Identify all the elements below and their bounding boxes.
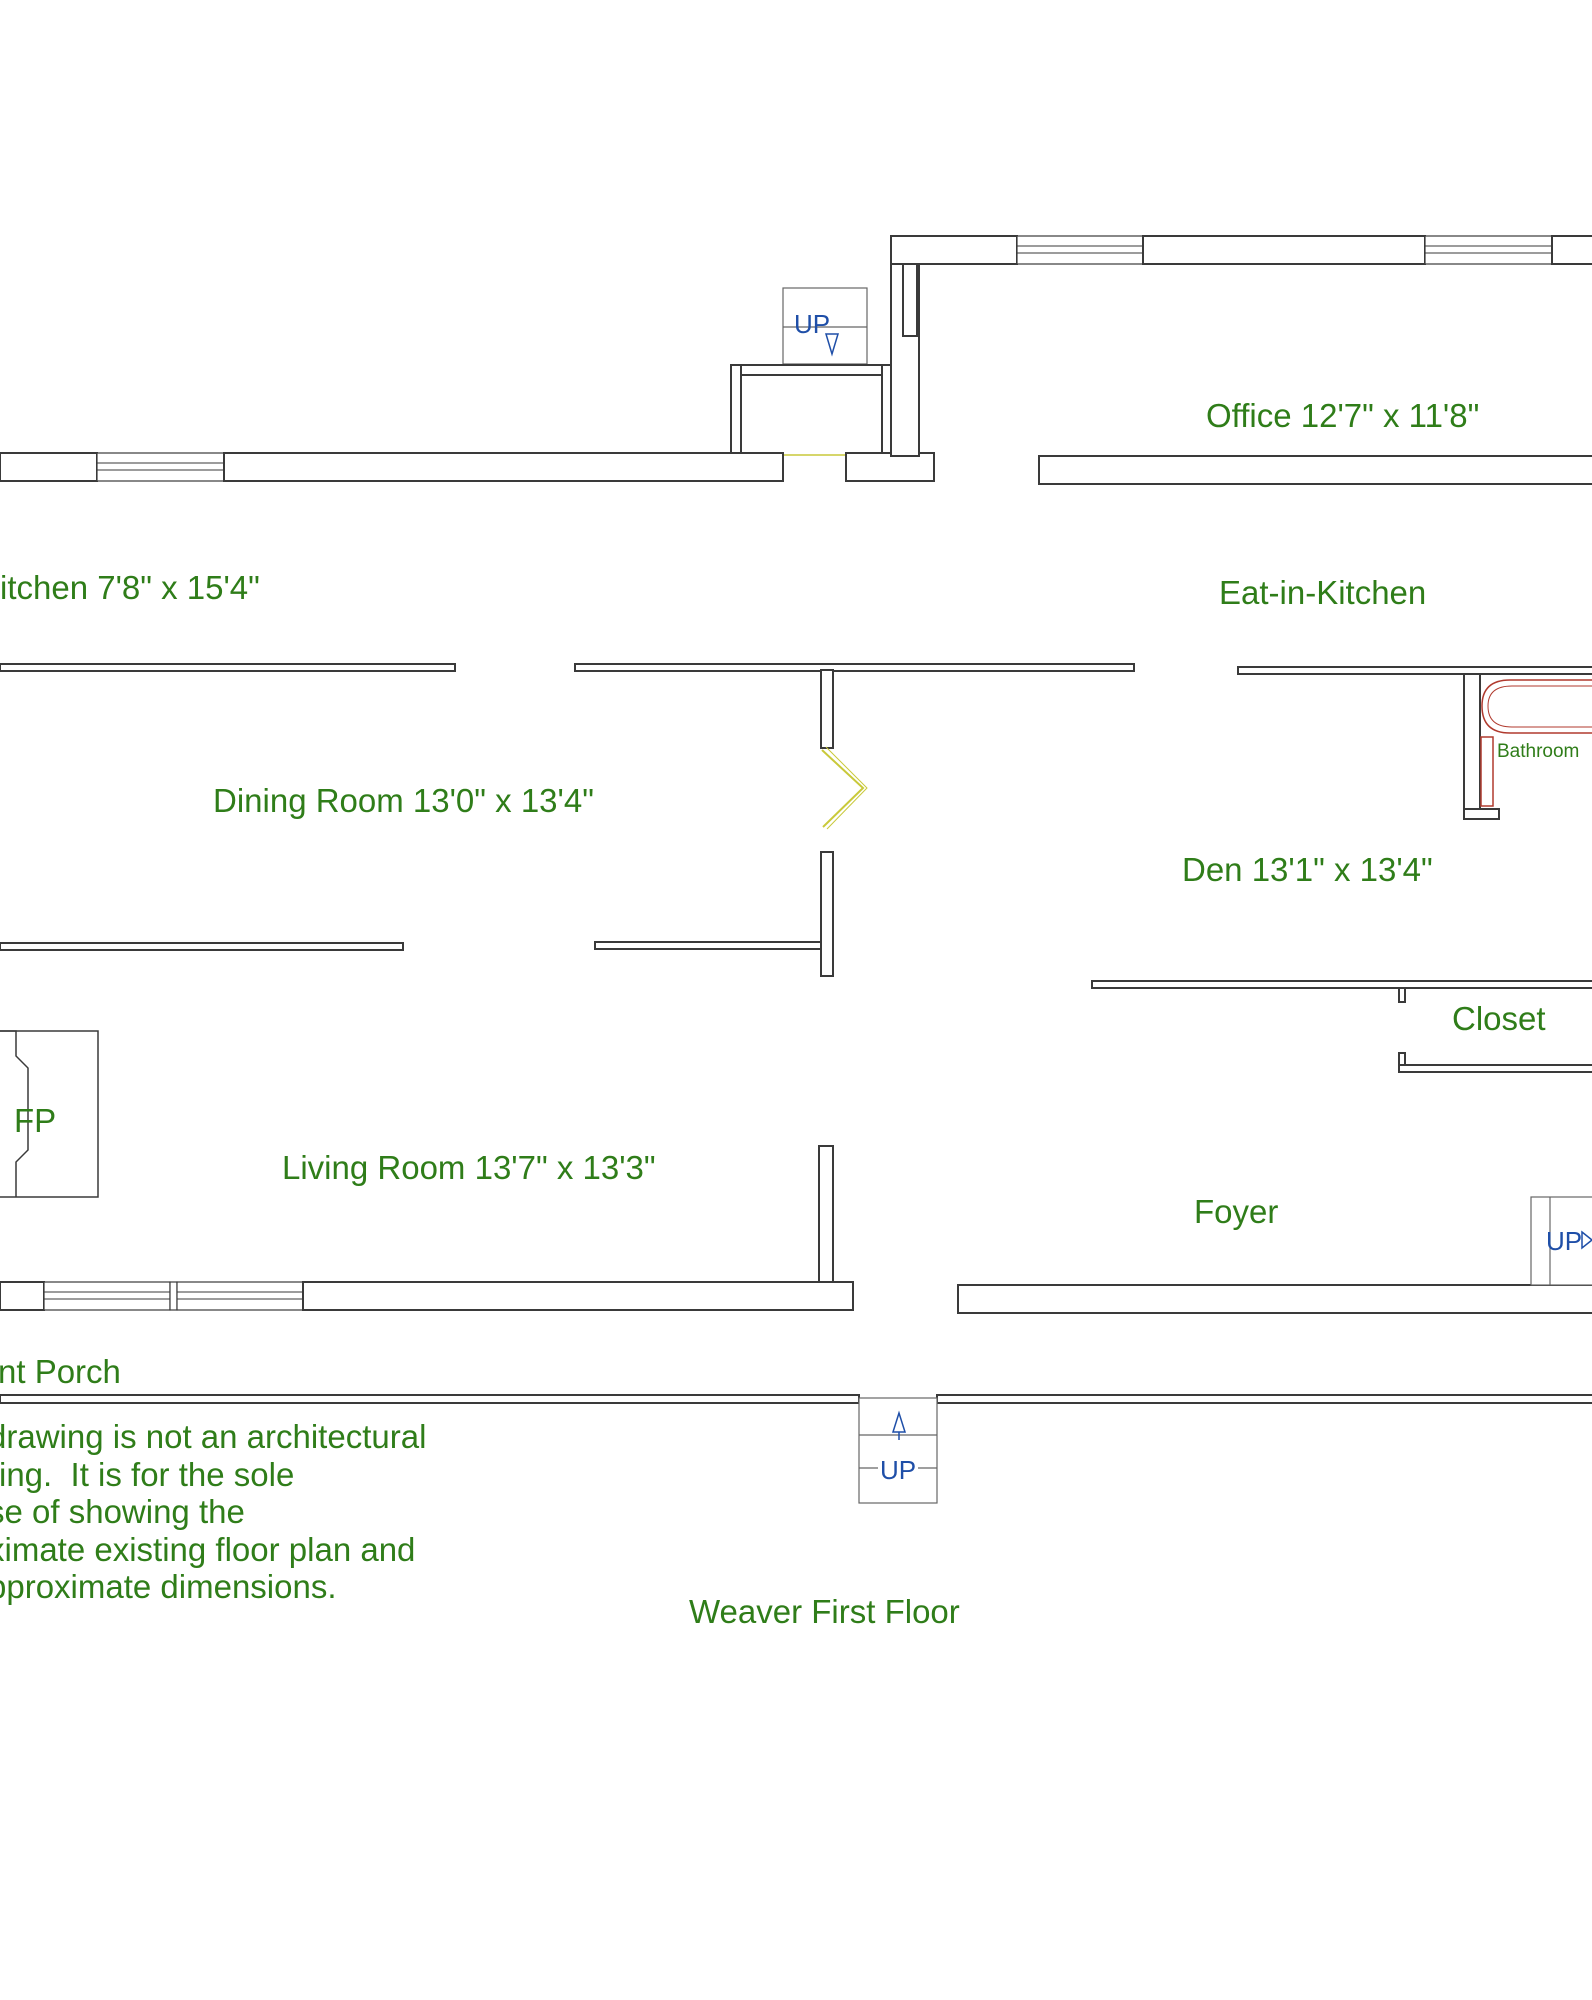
living-room-label: Living Room 13'7" x 13'3"	[282, 1149, 656, 1186]
bathtub	[1480, 679, 1592, 807]
foyer-label: Foyer	[1194, 1193, 1278, 1230]
disclaimer-note: drawing is not an architectural ring. It…	[0, 1418, 427, 1605]
kitchen-label: itchen 7'8" x 15'4"	[0, 569, 260, 606]
bathroom-label: Bathroom	[1497, 741, 1579, 762]
porch-stair-up-label: UP	[880, 1455, 916, 1485]
porch-label: nt Porch	[0, 1353, 121, 1390]
porch-stair: UP	[858, 1397, 938, 1504]
door-swing	[821, 746, 868, 830]
top-stair: UP	[782, 287, 868, 365]
dining-room-label: Dining Room 13'0" x 13'4"	[213, 782, 594, 819]
walls	[0, 235, 1592, 1404]
foyer-stair-up-label: UP	[1546, 1226, 1582, 1256]
vestibule	[730, 364, 893, 456]
den-label: Den 13'1" x 13'4"	[1182, 851, 1433, 888]
office-label: Office 12'7" x 11'8"	[1206, 397, 1479, 434]
closet-label: Closet	[1452, 1000, 1546, 1037]
drawing-title: Weaver First Floor	[689, 1593, 960, 1630]
fireplace: FP	[0, 1030, 99, 1198]
eat-in-kitchen-label: Eat-in-Kitchen	[1219, 574, 1426, 611]
top-stair-up-label: UP	[794, 309, 830, 339]
arrow-down-icon	[824, 333, 840, 357]
foyer-stair: UP	[1530, 1196, 1592, 1286]
fireplace-label: FP	[14, 1102, 56, 1139]
arrow-right-icon	[1581, 1230, 1592, 1250]
